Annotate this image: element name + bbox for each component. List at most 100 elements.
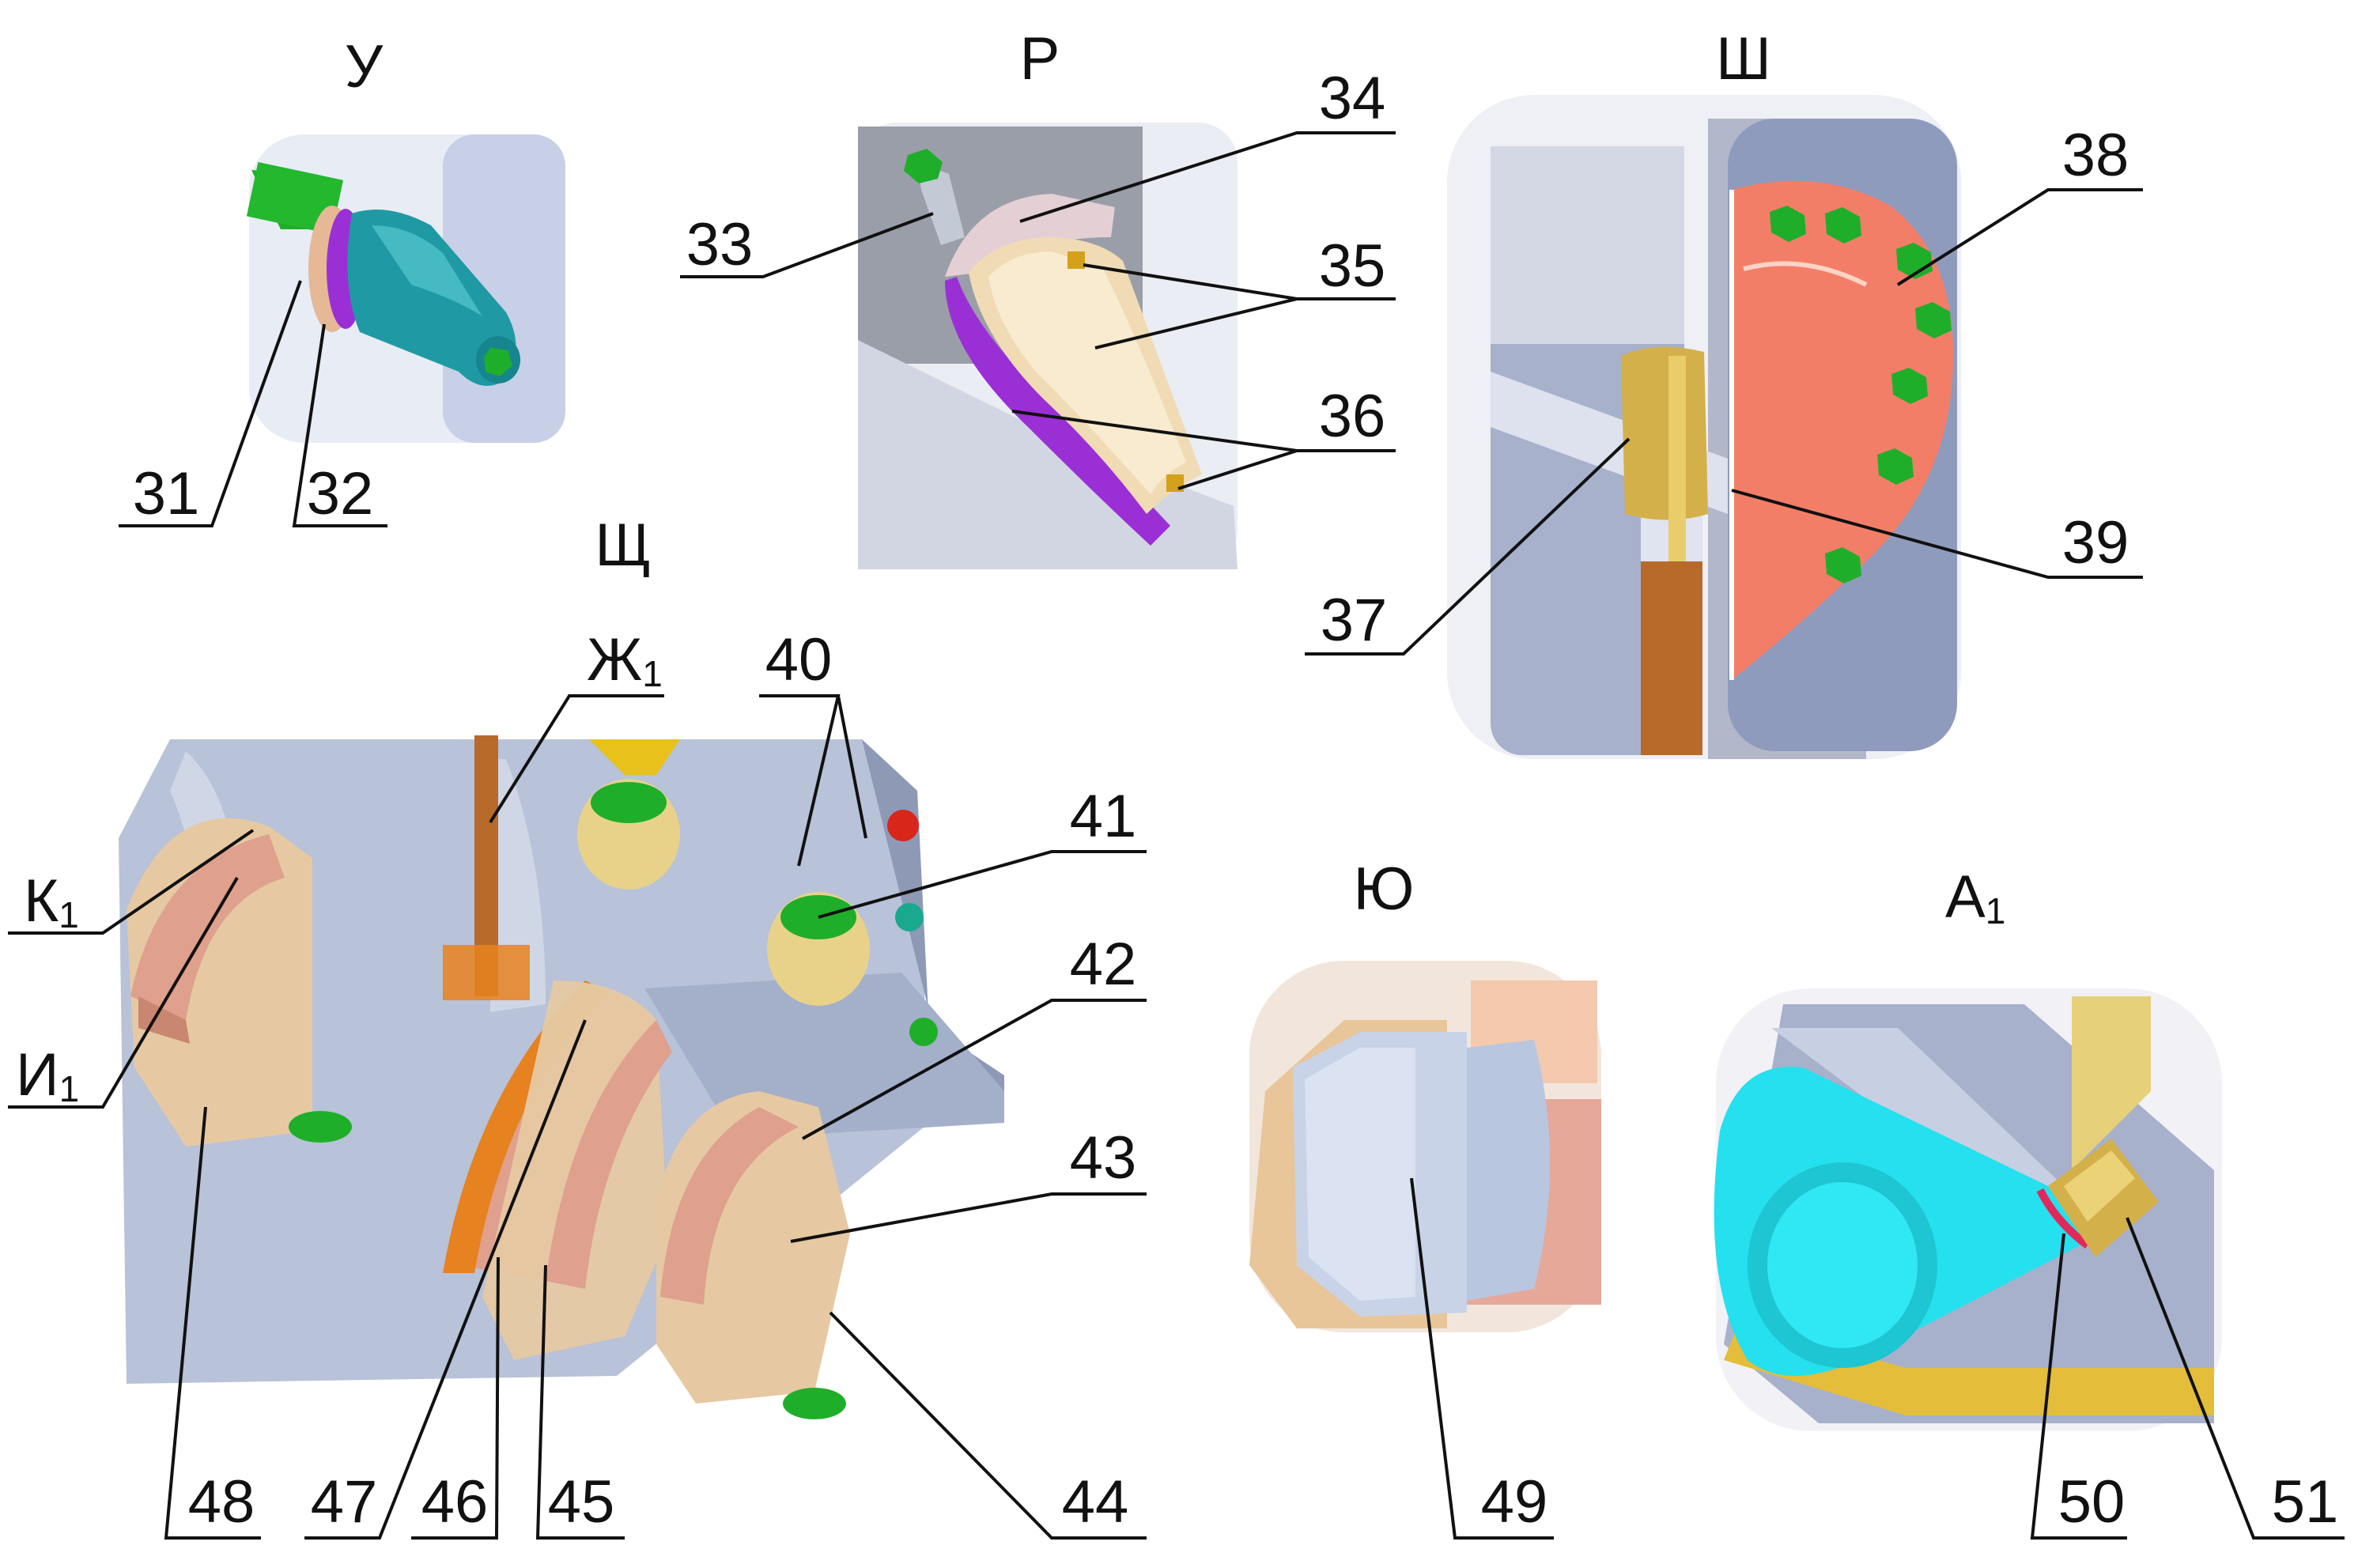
bolt-shank (917, 162, 965, 245)
callout-35: 35 (1319, 232, 1386, 300)
callout-37: 37 (1321, 587, 1388, 654)
pipe-flange (443, 945, 530, 1000)
callout-k1-letter: К (24, 867, 59, 935)
leader-35b (1094, 297, 1298, 349)
bolt-icon (1770, 206, 1806, 242)
plate-38 (1732, 180, 1953, 680)
leader-46 (411, 1256, 500, 1540)
yellow-cap (589, 739, 680, 775)
plate-bolts (1770, 206, 1952, 584)
callout-33: 33 (686, 211, 754, 278)
view-yu-title: Ю (1354, 856, 1415, 923)
callout-49: 49 (1481, 1468, 1548, 1536)
red-knob (887, 810, 919, 841)
sleeve-37 (1621, 346, 1708, 520)
view-yu: Ю 49 (1249, 856, 1601, 1540)
view-shch: Щ Ж1 40 41 42 43 44 45 46 47 48 К1 И1 (8, 512, 1147, 1540)
view-u: У 31 32 (119, 33, 565, 527)
sleeve-51-highlight (2064, 1150, 2135, 1222)
leader-zh1 (489, 694, 664, 824)
view-sh-left-top (1491, 146, 1684, 344)
bolt-icon (1877, 448, 1914, 485)
ring-45 (443, 980, 609, 1273)
nozzle-teal (347, 210, 516, 386)
pipe-copper (1641, 546, 1702, 755)
callout-32: 32 (307, 460, 374, 527)
leader-k1 (8, 829, 255, 935)
view-sh-title: Ш (1716, 25, 1771, 93)
callout-36: 36 (1319, 383, 1386, 450)
shell-edge-left (138, 996, 190, 1044)
callout-46: 46 (421, 1468, 489, 1536)
gear-left-top (591, 782, 667, 823)
callout-51: 51 (2272, 1468, 2339, 1536)
view-r-title: Р (1020, 25, 1060, 93)
callout-k1-index: 1 (59, 894, 79, 935)
callout-38: 38 (2062, 122, 2129, 189)
foot-left (289, 1111, 352, 1143)
callout-40: 40 (765, 626, 833, 693)
view-a1-yellow-strip (1724, 1321, 2214, 1415)
leader-49 (1410, 1177, 1554, 1540)
view-a1-yellow-block (2072, 996, 2151, 1170)
callout-50: 50 (2058, 1468, 2126, 1536)
leader-50 (2030, 1233, 2127, 1540)
leader-36b (1177, 449, 1298, 490)
leader-33 (680, 212, 934, 278)
bolt-icon (1825, 207, 1861, 244)
callout-34: 34 (1319, 65, 1386, 132)
plate-highlight (1743, 261, 1868, 287)
view-a1-title-index: 1 (1986, 890, 2006, 931)
leader-45 (535, 1264, 625, 1540)
plug-face (1305, 1048, 1415, 1301)
callout-i1: И1 (16, 1041, 79, 1109)
callout-45: 45 (548, 1468, 615, 1536)
callout-31: 31 (133, 460, 200, 527)
sleeve-highlight (1668, 356, 1686, 561)
bolt-icon (1891, 368, 1928, 404)
view-a1-title-letter: А (1945, 863, 1986, 931)
callout-44: 44 (1062, 1468, 1129, 1536)
bearing-shell-47b (546, 1020, 672, 1289)
callout-k1: К1 (24, 867, 79, 935)
leader-38 (1896, 188, 2143, 286)
leader-43 (790, 1192, 1147, 1243)
shell-inner (988, 251, 1186, 494)
view-u-title: У (345, 33, 384, 100)
bolt-icon (1915, 302, 1952, 338)
seal-50 (2036, 1188, 2091, 1249)
bolt-icon (1825, 547, 1861, 584)
callout-41: 41 (1070, 783, 1137, 850)
leader-34 (1019, 131, 1396, 223)
nozzle-highlight (372, 225, 482, 316)
leader-48 (164, 1106, 261, 1540)
leader-40b (837, 695, 867, 839)
leader-39 (1731, 489, 2143, 579)
leader-41 (818, 850, 1147, 919)
foot-right (783, 1388, 846, 1419)
callout-42: 42 (1070, 931, 1137, 998)
callout-48: 48 (188, 1468, 255, 1536)
view-a1: А1 50 51 (1714, 863, 2345, 1540)
leader-51 (2126, 1217, 2345, 1540)
leader-47 (304, 1019, 587, 1540)
view-r: Р 33 34 35 36 (680, 25, 1396, 569)
cyan-bore-inner (1767, 1182, 1918, 1348)
callout-zh1-index: 1 (642, 653, 663, 694)
leader-i1 (8, 876, 239, 1109)
lock-tab-top (1068, 251, 1085, 269)
leader-44 (829, 1311, 1147, 1540)
bearing-shell-43 (660, 1107, 799, 1305)
plug-step (1467, 1040, 1550, 1301)
callout-i1-letter: И (16, 1041, 59, 1109)
callout-43: 43 (1070, 1124, 1137, 1192)
callout-i1-index: 1 (59, 1068, 80, 1109)
leader-31 (119, 280, 302, 527)
green-knob-lower (909, 1018, 938, 1046)
view-a1-title: А1 (1945, 863, 2005, 931)
leader-37 (1305, 437, 1631, 656)
bolt-33 (904, 149, 943, 183)
green-knob (895, 903, 924, 931)
leader-42 (802, 999, 1147, 1140)
